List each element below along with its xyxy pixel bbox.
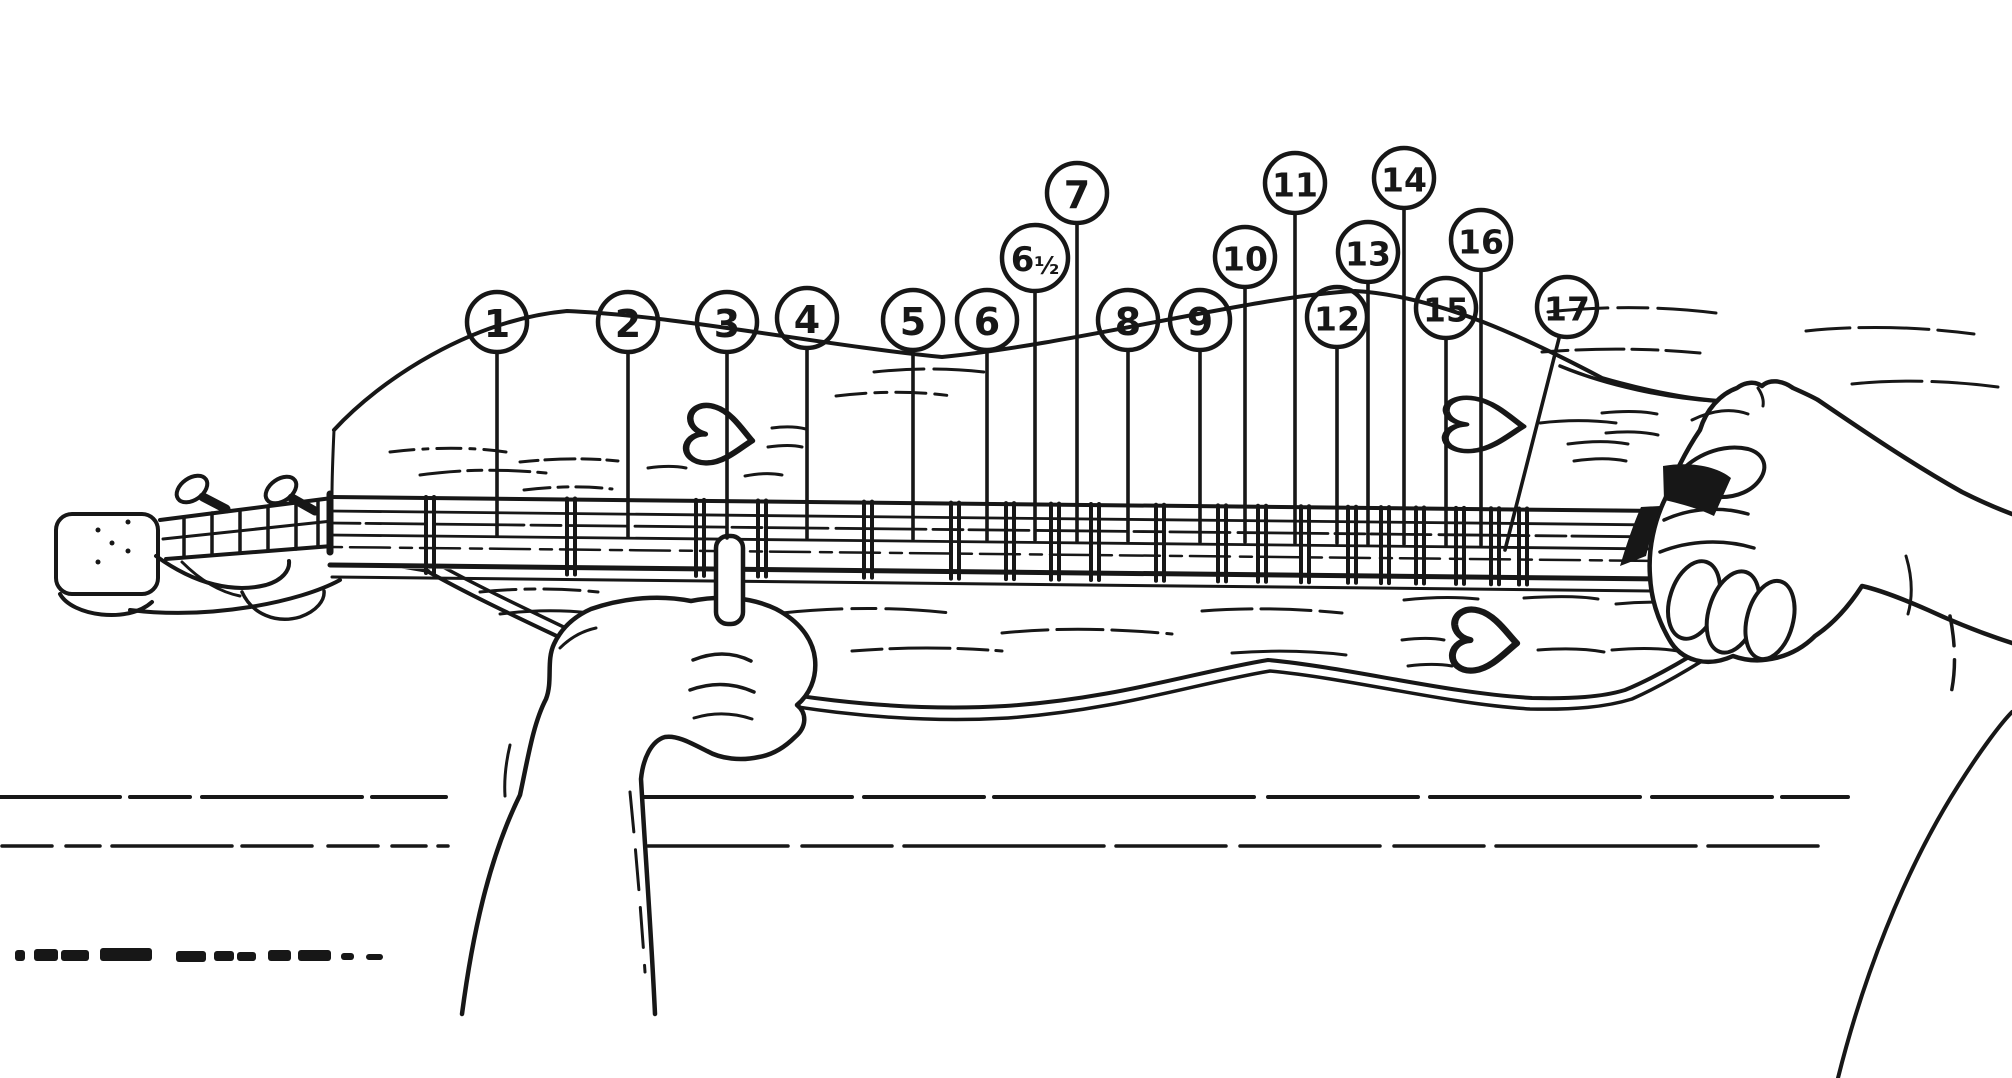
fret-number-callout: 16 <box>1448 207 1514 547</box>
string-line <box>328 533 1662 551</box>
callout-circle <box>774 285 840 351</box>
string-line <box>328 509 1662 527</box>
heart-soundhole-lower-right <box>1451 608 1518 673</box>
fret-number-callout: 7 <box>1044 160 1110 543</box>
string-line <box>328 521 1662 539</box>
fret-number-callout: 2 <box>595 289 661 539</box>
callout-circle <box>1371 145 1437 211</box>
tuning-peg-2 <box>263 474 320 516</box>
callout-circle <box>1044 160 1110 226</box>
fret-number-callout: 15 <box>1413 275 1479 547</box>
fret-number-label: 14 <box>1381 161 1427 200</box>
fret-number-callout: 9 <box>1167 287 1233 544</box>
fret-number-label: 8 <box>1115 300 1141 344</box>
fret-number-callout: 3 <box>694 289 760 540</box>
callout-circle <box>1262 150 1328 216</box>
fret-number-label: 13 <box>1345 235 1391 274</box>
callout-circle <box>880 287 946 353</box>
fret-number-callout: 6½ <box>999 222 1071 542</box>
fret-number-callout: 1 <box>464 289 530 538</box>
callout-circle <box>694 289 760 355</box>
fret-number-label: 3 <box>714 302 740 346</box>
fret-number-callout: 17 <box>1503 274 1600 552</box>
heart-soundhole-upper-left <box>684 403 756 469</box>
callout-leader-line <box>1503 334 1562 552</box>
callout-circle <box>1095 287 1161 353</box>
fret-number-callout: 6 <box>954 287 1020 542</box>
callout-circle <box>1534 274 1600 340</box>
fret-number-label: 2 <box>615 302 641 346</box>
fret-number-callout: 4 <box>774 285 840 540</box>
fret-number-callout: 10 <box>1212 224 1278 544</box>
fret-number-label: 11 <box>1272 166 1318 205</box>
cropped-text-fragment <box>15 948 383 962</box>
pegbox <box>158 496 334 561</box>
fret-number-label: 12 <box>1314 300 1360 339</box>
fret-number-callout: 11 <box>1262 150 1328 545</box>
wood-grain-lines <box>388 306 2000 668</box>
fret-number-label: 9 <box>1187 300 1213 344</box>
fret-number-label: 5 <box>900 300 926 344</box>
callout-circle <box>464 289 530 355</box>
fret-number-callout: 14 <box>1371 145 1437 546</box>
tuning-peg-1 <box>174 473 231 514</box>
callout-circle <box>1335 219 1401 285</box>
fret-number-callout: 13 <box>1335 219 1401 546</box>
callout-circle <box>1413 275 1479 341</box>
left-hand <box>459 595 818 1017</box>
callout-circle <box>1212 224 1278 290</box>
fret-bars <box>424 495 1529 587</box>
callout-circle <box>595 289 661 355</box>
fret-number-label: 17 <box>1544 290 1590 329</box>
fret-number-label: 10 <box>1222 240 1268 279</box>
fingertip <box>1743 578 1797 662</box>
heart-soundhole-upper-right <box>1445 397 1524 453</box>
fret-number-label: 4 <box>794 298 820 342</box>
forearm-edge <box>1836 710 2012 1078</box>
fret-number-label: 6½ <box>1011 240 1060 280</box>
table-edge-lines <box>0 795 1850 848</box>
fret-number-label: 7 <box>1064 173 1090 217</box>
callout-circle <box>1448 207 1514 273</box>
fret-number-label: 6 <box>974 300 1000 344</box>
fret-number-label: 1 <box>484 302 510 346</box>
pick <box>1620 464 1731 566</box>
fret-number-label: 15 <box>1423 291 1469 330</box>
fret-number-callout: 12 <box>1304 284 1370 545</box>
fretboard <box>326 490 1663 593</box>
fret-number-label: 16 <box>1458 223 1504 262</box>
right-hand <box>1647 379 2012 1078</box>
callout-circle <box>1167 287 1233 353</box>
fret-number-callout: 8 <box>1095 287 1161 543</box>
callout-circle <box>999 222 1071 294</box>
headstock-scroll <box>54 512 342 621</box>
callout-circle <box>954 287 1020 353</box>
fret-number-callout: 5 <box>880 287 946 541</box>
noter-stick <box>713 533 746 627</box>
